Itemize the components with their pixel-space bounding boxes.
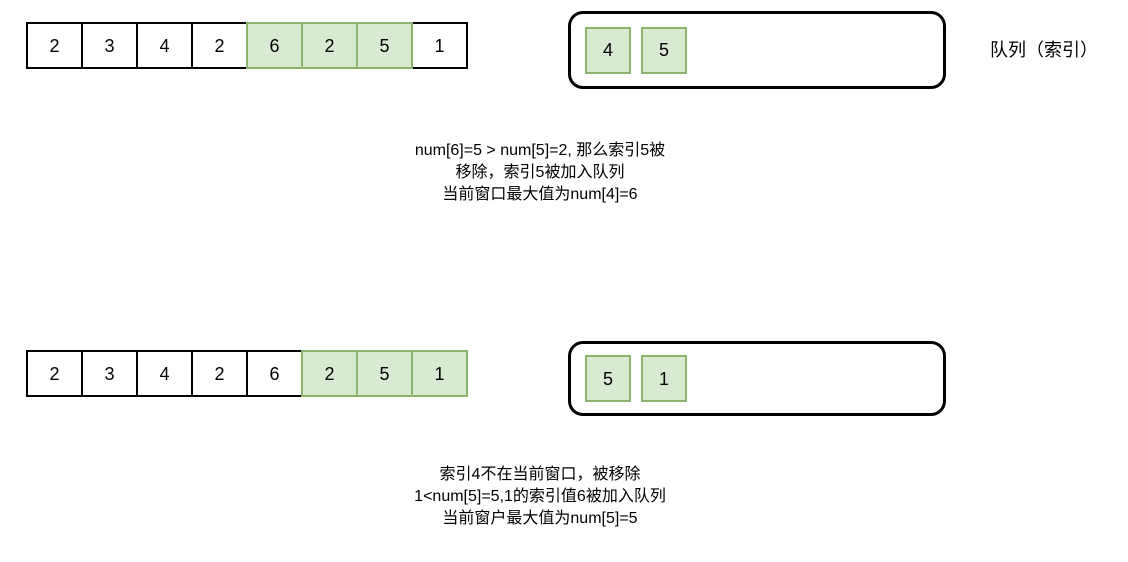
array-cell[interactable]: 2: [26, 22, 83, 69]
queue-box-step-2: 5 1: [568, 341, 946, 416]
array-cell[interactable]: 1: [411, 22, 468, 69]
array-cell[interactable]: 4: [136, 22, 193, 69]
array-cell-highlighted[interactable]: 5: [356, 22, 413, 69]
array-strip-step-1: 2 3 4 2 6 2 5 1: [26, 22, 468, 69]
caption-step-2: 索引4不在当前窗口，被移除 1<num[5]=5,1的索引值6被加入队列 当前窗…: [200, 464, 880, 530]
array-cell[interactable]: 3: [81, 22, 138, 69]
queue-item[interactable]: 5: [585, 355, 631, 402]
array-cell-highlighted[interactable]: 5: [356, 350, 413, 397]
array-cell[interactable]: 3: [81, 350, 138, 397]
queue-index-label: 队列（索引）: [990, 40, 1098, 60]
array-cell[interactable]: 2: [191, 22, 248, 69]
array-cell-highlighted[interactable]: 6: [246, 22, 303, 69]
array-cell[interactable]: 2: [26, 350, 83, 397]
array-cell-highlighted[interactable]: 2: [301, 350, 358, 397]
queue-item[interactable]: 1: [641, 355, 687, 402]
caption-line: 索引4不在当前窗口，被移除: [439, 466, 641, 483]
caption-step-1: num[6]=5 > num[5]=2, 那么索引5被 移除，索引5被加入队列 …: [200, 140, 880, 206]
caption-line: num[6]=5 > num[5]=2, 那么索引5被: [414, 142, 666, 159]
array-cell[interactable]: 6: [246, 350, 303, 397]
caption-line: 当前窗口最大值为num[4]=6: [442, 186, 638, 203]
array-cell[interactable]: 2: [191, 350, 248, 397]
array-cell-highlighted[interactable]: 2: [301, 22, 358, 69]
queue-box-step-1: 4 5: [568, 11, 946, 89]
caption-line: 当前窗户最大值为num[5]=5: [442, 510, 638, 527]
caption-line: 移除，索引5被加入队列: [455, 164, 625, 181]
caption-line: 1<num[5]=5,1的索引值6被加入队列: [414, 488, 666, 505]
array-cell[interactable]: 4: [136, 350, 193, 397]
queue-item[interactable]: 4: [585, 26, 631, 74]
array-cell-highlighted[interactable]: 1: [411, 350, 468, 397]
array-strip-step-2: 2 3 4 2 6 2 5 1: [26, 350, 468, 397]
queue-item[interactable]: 5: [641, 26, 687, 74]
